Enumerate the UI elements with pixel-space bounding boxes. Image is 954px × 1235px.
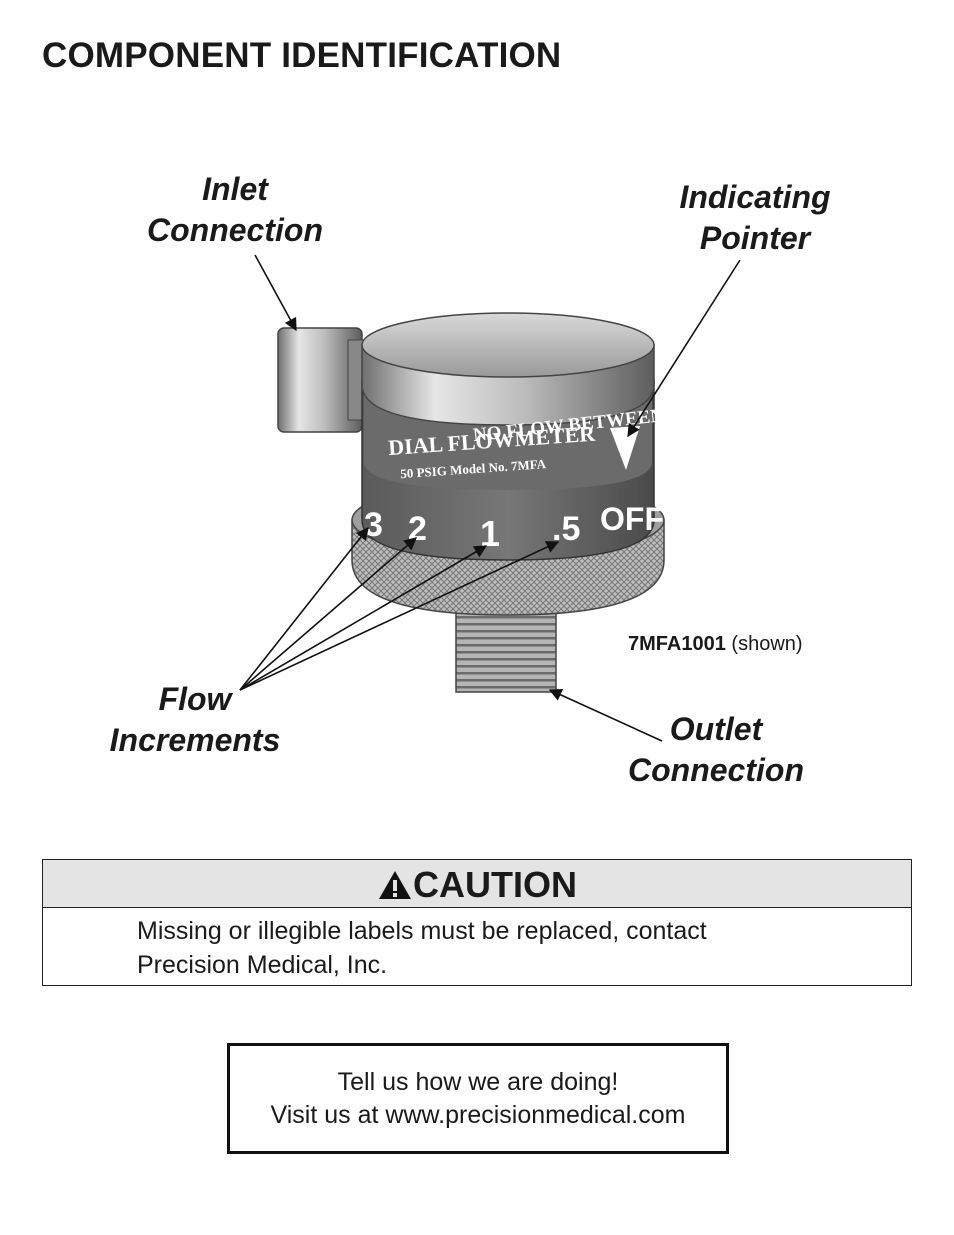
model-suffix: (shown) bbox=[731, 633, 803, 655]
outlet-arrow bbox=[548, 688, 663, 742]
flow-arrow-05 bbox=[239, 541, 560, 691]
feedback-line-1: Tell us how we are doing! bbox=[337, 1068, 619, 1096]
caution-box: CAUTION Missing or illegible labels must… bbox=[42, 859, 912, 986]
outlet-label-line2: Connection bbox=[628, 752, 804, 788]
increment-1: 1 bbox=[480, 513, 500, 554]
inlet-label-line2: Connection bbox=[147, 212, 323, 248]
flow-arrow-3 bbox=[239, 526, 369, 691]
indicating-pointer-label: Indicating Pointer bbox=[645, 177, 865, 259]
page-title: COMPONENT IDENTIFICATION bbox=[42, 36, 562, 75]
flow-arrow-2 bbox=[239, 537, 417, 691]
model-note: 7MFA1001 (shown) bbox=[628, 633, 803, 656]
dial-cap bbox=[361, 312, 655, 426]
inlet-arrow bbox=[254, 254, 297, 332]
caution-line-1: Missing or illegible labels must be repl… bbox=[137, 917, 707, 945]
inlet-fitting bbox=[277, 327, 371, 433]
caution-line-2: Precision Medical, Inc. bbox=[137, 951, 388, 979]
flow-increments-label: Flow Increments bbox=[90, 679, 300, 761]
pointer-label-line1: Indicating bbox=[679, 179, 831, 215]
outlet-label-line1: Outlet bbox=[669, 711, 763, 747]
flow-label-line1: Flow bbox=[158, 681, 232, 717]
caution-header: CAUTION bbox=[43, 860, 911, 908]
leader-arrows bbox=[239, 254, 741, 742]
flowmeter-diagram: NO FLOW BETWEEN DIAL FLOWMETER 50 PSIG M… bbox=[239, 254, 741, 742]
caution-heading: CAUTION bbox=[413, 864, 577, 905]
pointer-arrow bbox=[627, 259, 741, 438]
inlet-connection-label: Inlet Connection bbox=[130, 169, 340, 251]
feedback-box: Tell us how we are doing! Visit us at ww… bbox=[227, 1043, 729, 1154]
pointer-label-line2: Pointer bbox=[699, 220, 811, 256]
caution-body: Missing or illegible labels must be repl… bbox=[43, 908, 911, 982]
outlet-connection-label: Outlet Connection bbox=[606, 709, 826, 791]
inlet-label-line1: Inlet bbox=[202, 171, 268, 207]
warning-triangle-icon bbox=[379, 871, 411, 899]
feedback-line-2: Visit us at www.precisionmedical.com bbox=[270, 1101, 686, 1129]
increment-3: 3 bbox=[364, 506, 383, 544]
flow-label-line2: Increments bbox=[109, 722, 281, 758]
flow-arrow-1 bbox=[239, 545, 488, 691]
increment-off: OFF bbox=[600, 501, 664, 537]
model-code: 7MFA1001 bbox=[628, 633, 726, 655]
